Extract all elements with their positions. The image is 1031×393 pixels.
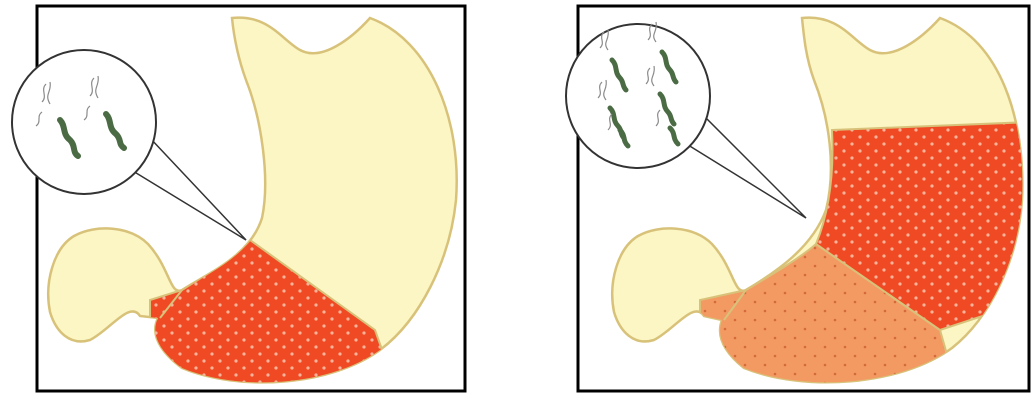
left-panel	[12, 6, 465, 393]
right-panel	[566, 6, 1031, 393]
left-magnifier-circle	[12, 50, 156, 194]
left-magnifier-callout	[12, 50, 246, 240]
right-magnifier-circle	[566, 24, 710, 168]
right-magnifier-callout	[566, 22, 806, 218]
